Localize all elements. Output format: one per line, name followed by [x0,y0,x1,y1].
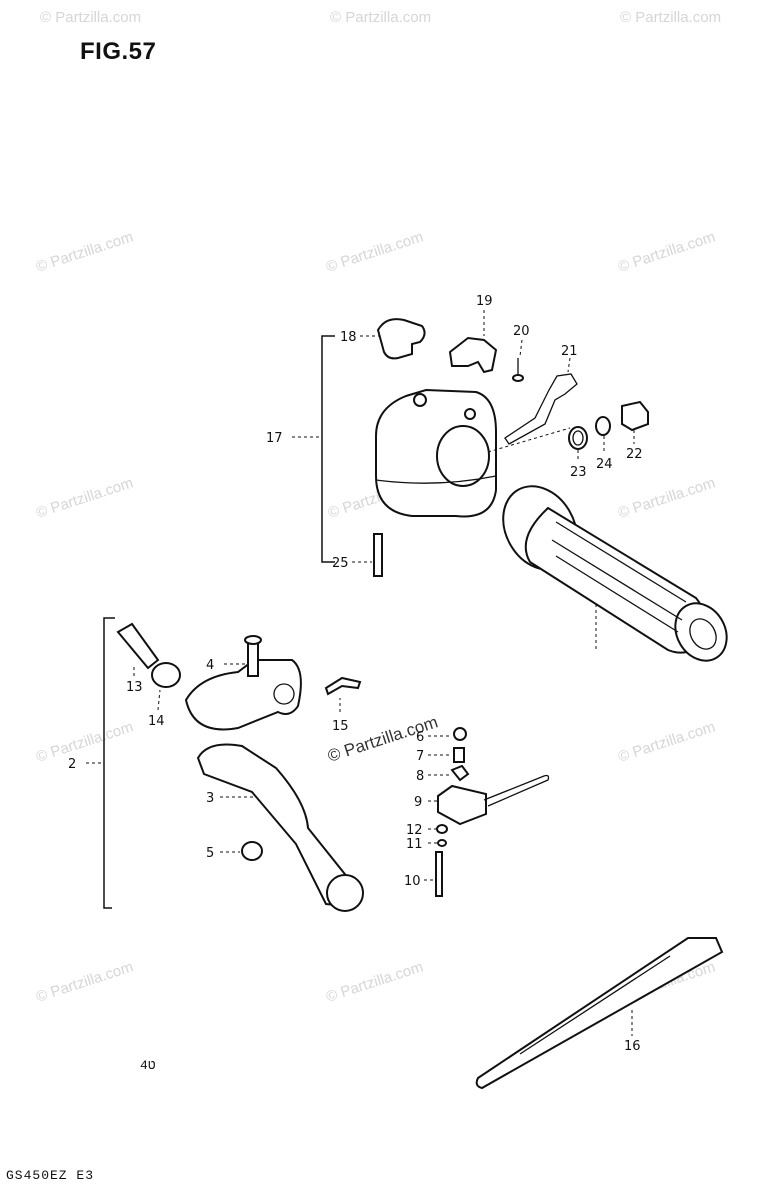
part-9-switch [437,784,487,826]
watermark-group: © Partzilla.com © Partzilla.com © Partzi… [34,9,721,1006]
part-4-pivot [247,639,259,677]
holder-hole [273,683,295,705]
callout-5: 5 [206,846,214,861]
part-25-screw [373,533,383,577]
callout-15: 15 [332,719,349,734]
strap-teeth [519,955,671,1055]
part-22-cap [621,400,649,432]
callout-4: 4 [206,658,214,673]
watermark: © Partzilla.com [34,228,135,275]
watermark: © Partzilla.com [40,9,141,26]
part-23-spring [568,426,588,450]
watermark: © Partzilla.com [34,474,135,521]
part-10-screw [435,851,443,897]
switch-housing-assembly [292,310,649,577]
part-8 [450,764,470,782]
part-6 [453,727,467,741]
part-13-bolt [116,622,160,670]
watermark: © Partzilla.com [324,228,425,275]
callout-9: 9 [414,795,422,810]
watermark: © Partzilla.com [616,474,717,521]
callout-3: 3 [206,791,214,806]
grip-rib [555,521,687,603]
part-19-lever [448,336,498,374]
part-4-head [244,635,262,645]
callout-labels: 19 20 18 21 17 22 23 24 25 13 4 14 15 2 … [68,294,643,1054]
switch-wire [483,774,550,807]
watermark: © Partzilla.com [330,9,431,26]
callout-22: 22 [626,447,643,462]
callout-25: 25 [332,556,349,571]
lever-holder [184,659,302,731]
callout-2: 2 [68,757,76,772]
lever-ball-end [326,874,364,912]
bracket-2 [103,617,115,909]
part-7 [453,747,465,763]
part-11 [437,839,447,847]
axis-line [487,427,571,453]
figure-title: FIG.57 [80,38,157,65]
part-14-nut [151,662,181,688]
callout-16: 16 [624,1039,641,1054]
watermark: © Partzilla.com [616,718,717,765]
callout-6: 6 [416,730,424,745]
part-18-clamp [376,318,426,360]
callout-21: 21 [561,344,578,359]
callout-11: 11 [406,837,423,852]
part-3-lever [196,743,354,908]
housing-screw-right [464,408,476,420]
callout-19: 19 [476,294,493,309]
bracket-17 [321,335,335,563]
housing-bore [436,425,490,487]
part-21-arm [504,373,578,445]
leader-21 [567,357,571,373]
part-24-washer [595,416,611,436]
watermark: © Partzilla.com [324,958,425,1005]
watermark: © Partzilla.com [616,228,717,275]
part-20-head [512,374,524,382]
watermark: © Partzilla.com [34,718,135,765]
switch-parts [424,727,550,897]
grip-rib [555,555,679,633]
callout-14: 14 [148,714,165,729]
model-code: GS450EZ E3 [6,1168,95,1183]
callout-12: 12 [406,823,423,838]
callout-7: 7 [416,749,424,764]
lever-assembly [86,617,364,912]
part-16-strap [475,937,724,1090]
callout-13: 13 [126,680,143,695]
tie-strap [475,937,724,1090]
callout-18: 18 [340,330,357,345]
leader-14 [157,689,161,711]
watermark: © Partzilla.com [34,958,135,1005]
callout-23: 23 [570,465,587,480]
callout-17: 17 [266,431,283,446]
leader-20 [519,339,523,357]
watermark: © Partzilla.com [620,9,721,26]
callout-20: 20 [513,324,530,339]
part-5-cover [241,841,263,861]
part-12 [436,824,448,834]
grip-assembly [502,485,728,662]
grip-end-hole [689,618,717,650]
corner-mark: 4ט [140,1058,156,1073]
housing-screw-top [413,393,427,407]
grip-rib [551,539,683,621]
callout-24: 24 [596,457,613,472]
callout-10: 10 [404,874,421,889]
callout-8: 8 [416,769,424,784]
housing-seam [375,475,497,484]
part-15-screw [324,676,362,696]
part-23-coil [572,430,584,446]
